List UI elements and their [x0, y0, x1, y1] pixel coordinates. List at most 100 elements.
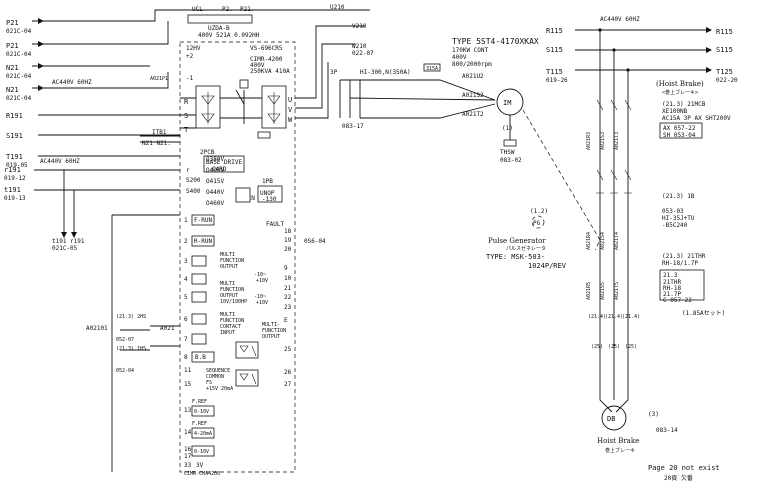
io-contact-2: FUNCTION [220, 318, 244, 324]
relay-1hs-ref: 052-04 [116, 368, 134, 374]
brake-title: (Hoist Brake) [656, 80, 704, 88]
supply-ctrl-label: AC440V 60HZ [40, 158, 80, 165]
tap-415: O415V [206, 178, 224, 185]
io-multi-out2-4: 10V/100HP [220, 299, 247, 305]
ctrl-t191-ref: 019-13 [4, 195, 26, 202]
n21-bottom: N21 N21. [142, 140, 171, 147]
motor-im: IM [503, 99, 511, 107]
ctrl-r191: r191 [4, 166, 21, 174]
motor-rpm: 800/2000rpm [452, 61, 492, 68]
thsw-ref: 083-02 [500, 157, 522, 164]
terminal-n21-2-ref: 021C-04 [6, 95, 32, 102]
terminal-n21-1-ref: 021C-04 [6, 73, 32, 80]
mfo-3: OUTPUT [262, 334, 280, 340]
motor-v: 400V [452, 54, 467, 61]
io-multi-out-3: OUTPUT [220, 264, 238, 270]
cable-r5: A021R5 [586, 282, 592, 300]
brake-mccb: (21.3) 21MCB [662, 101, 706, 108]
rs-s400: S400 [186, 188, 201, 195]
t19: 19 [284, 237, 292, 244]
io-no-11: 11 [184, 367, 192, 374]
bus-s115: S115 [546, 46, 563, 54]
io-fref1-range: 0-10V [194, 409, 209, 415]
uvw-w: W [288, 116, 293, 124]
rst-t: T [184, 126, 189, 134]
tag-315: 315A [426, 66, 438, 72]
drive-a021p1: A021P1 [150, 76, 168, 82]
brake-t1: 21.3 [663, 272, 678, 279]
relay-a021: A021 [160, 325, 175, 332]
pcb-text1: BASE DRIVE [206, 159, 243, 166]
io-no-2: 2 [184, 238, 188, 245]
io-multi-out2-3: OUTPUT [220, 293, 238, 299]
ctrl-bottom-ref: 021C-05 [52, 245, 78, 252]
io-no-14: 14 [184, 429, 192, 436]
cable-t4: A021T4 [614, 232, 620, 250]
footer-line2: 20頁 欠番 [664, 474, 693, 482]
tap-400: O400V [206, 167, 224, 174]
io-no-17: 17 [184, 453, 192, 460]
io-fref2: F.REF [192, 421, 207, 427]
drive-model: VS-696CR5 [250, 45, 283, 52]
io-bb: B.B [195, 354, 206, 361]
mfo-2: FUNCTION [262, 328, 286, 334]
ctrl-r191-ref: 019-12 [4, 175, 26, 182]
io-no-6: 6 [184, 316, 188, 323]
terminal-t191-ref: 019-05 [6, 162, 28, 169]
rs-r: r [186, 167, 190, 174]
io-no-3: 3 [184, 258, 188, 265]
hi300: HI-300,N(350A) [360, 69, 411, 76]
cable-r3: A021R3 [586, 132, 592, 150]
brake-jp: <巻上ブレーキ> [662, 89, 698, 96]
terminal-p21-1: P21 [6, 19, 19, 27]
hi300-ref: 083-17 [342, 123, 364, 130]
unop-bot: -130 [262, 196, 277, 203]
bus-t115: T115 [546, 68, 563, 76]
right-supply: AC440V 60HZ [600, 16, 640, 23]
terminal-s191: S191 [6, 132, 23, 140]
pg-jp: パルスゼネレータ [506, 245, 546, 252]
t18: 18 [284, 228, 292, 235]
io-no-15: 15 [184, 381, 192, 388]
uzda-label: UZDA-B [208, 25, 230, 32]
tap-460: O460V [206, 200, 224, 207]
io-seq-2: COMMON [206, 374, 224, 380]
left-terminal-group: P21 021C-04 P21 021C-04 N21 021C-04 N21 … [6, 19, 92, 169]
bus-s115-out: S115 [716, 46, 733, 54]
io-multi-out2-2: FUNCTION [220, 287, 244, 293]
motor-1: (1) [502, 125, 513, 132]
pg-label: PG [533, 220, 541, 227]
terminal-p21-2-ref: 021C-04 [6, 51, 32, 58]
drive-volt: 400V [250, 62, 265, 69]
pg-name: Pulse Generator [488, 237, 546, 245]
bus-t125-out: T125 [716, 68, 733, 76]
terminal-t191: T191 [6, 153, 23, 161]
drive-cimr: CIMR-4200 [250, 56, 283, 63]
thsw: THSW [500, 149, 515, 156]
hoist-brake-jp: 巻上ブレーキ [605, 447, 635, 454]
motor-kw: 170KW CONT [452, 47, 489, 54]
mid-tag2-3: (25) [625, 344, 637, 350]
io-fs-1: FS [206, 380, 212, 386]
hi300-3p: 3P [330, 69, 338, 76]
te: E [284, 317, 288, 324]
bus-t125-ref: 022-20 [716, 77, 738, 84]
motor-type: TYPE 5ST4-4170XKAX [452, 37, 539, 46]
uvw-v: V [288, 106, 293, 114]
db-brake-icon [601, 405, 627, 431]
pcb-title: 2PCB [200, 149, 215, 156]
t27: 27 [284, 381, 292, 388]
rs-s200: S200 [186, 177, 201, 184]
cable-r4: A021R4 [586, 232, 592, 250]
pg-type: TYPE: MSK-503- [486, 253, 545, 261]
io-frun: F-RUN [194, 217, 212, 224]
ctrl-t191: t191 [4, 186, 21, 194]
drive-neg: -1 [186, 75, 194, 82]
footer-line1: Page 20 not exist [648, 464, 720, 472]
io-multi-out-2: FUNCTION [220, 258, 244, 264]
t20: 20 [284, 246, 292, 253]
wire-u210: U210 [330, 4, 345, 11]
p2-label: P2. [222, 6, 233, 13]
io-fref2-range: 4-20mA [194, 431, 212, 437]
